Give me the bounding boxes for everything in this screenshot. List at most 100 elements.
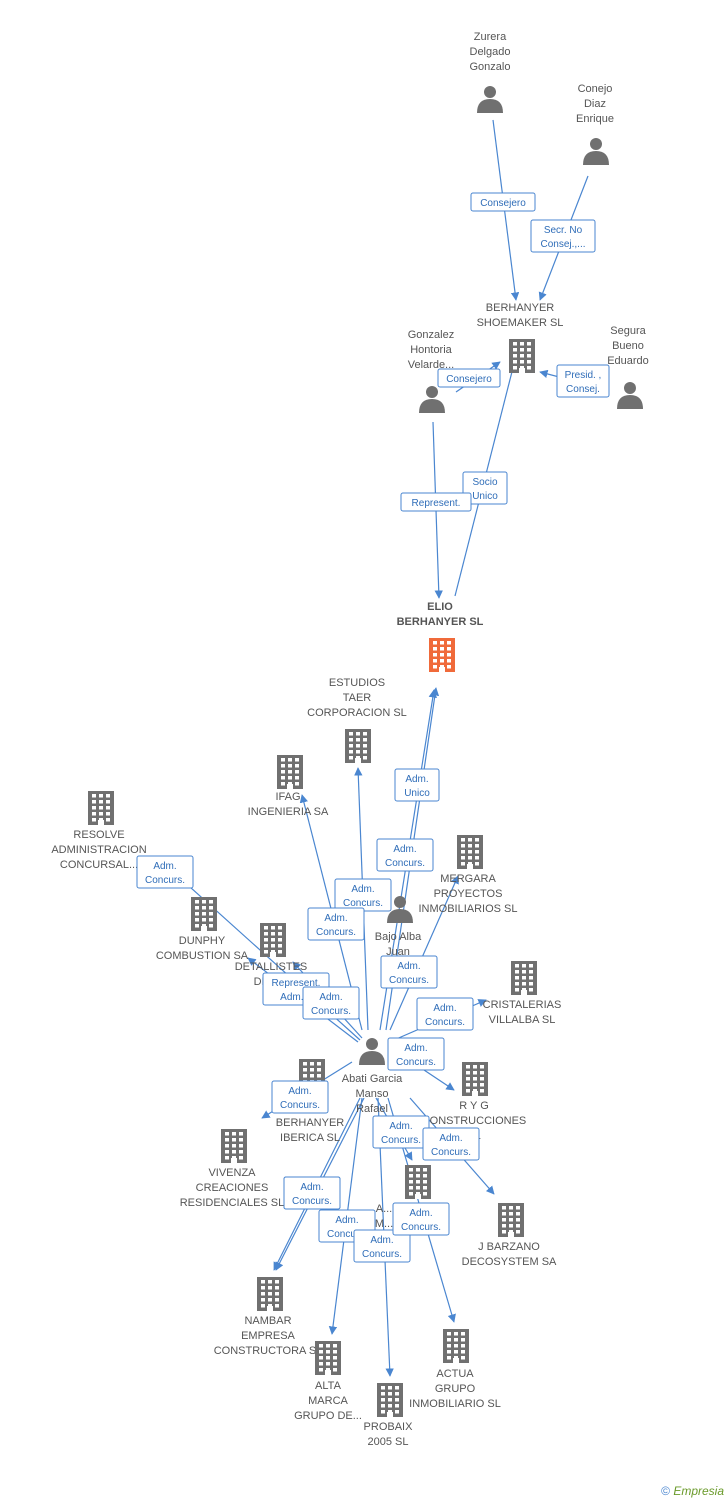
building-window bbox=[516, 1212, 520, 1216]
building-window bbox=[522, 976, 526, 980]
edge-label-frame bbox=[307, 907, 365, 941]
node-label: Manso bbox=[355, 1088, 388, 1100]
edge-label-box[interactable]: Adm.Concurs. bbox=[376, 838, 434, 872]
node-resolve[interactable]: RESOLVEADMINISTRACIONCONCURSAL... bbox=[51, 791, 147, 871]
edge-label-text: Adm. bbox=[404, 1043, 427, 1054]
building-window bbox=[264, 950, 268, 954]
node-gonzalez[interactable]: GonzalezHontoriaVelarde... bbox=[408, 329, 454, 413]
building-window bbox=[423, 1180, 427, 1184]
edge-arrow bbox=[389, 875, 459, 1031]
building-window bbox=[356, 738, 360, 742]
building-window bbox=[202, 918, 206, 922]
node-label: ESTUDIOS bbox=[329, 677, 385, 689]
edge-label-box[interactable]: Consejero bbox=[437, 368, 501, 388]
edge-label-box[interactable]: Adm.Concurs. bbox=[353, 1229, 411, 1263]
building-window bbox=[225, 1156, 229, 1160]
building-window bbox=[99, 800, 103, 804]
building-window bbox=[99, 806, 103, 810]
building-window bbox=[516, 1206, 520, 1210]
brand-logo[interactable]: Empresia bbox=[673, 1484, 724, 1498]
node-label: ACTUA bbox=[436, 1368, 474, 1380]
edge-label-box[interactable]: Adm.Concurs. bbox=[422, 1127, 480, 1161]
edge-label-box[interactable]: Presid. ,Consej. bbox=[556, 364, 610, 398]
edge-label-frame bbox=[271, 1080, 329, 1114]
edge-label-box[interactable]: Adm.Concurs. bbox=[380, 955, 438, 989]
node-label: GRUPO DE... bbox=[294, 1410, 362, 1422]
building-window bbox=[278, 932, 282, 936]
building-window bbox=[356, 744, 360, 748]
edge-label-box[interactable]: Represent. bbox=[400, 492, 472, 512]
building-window bbox=[268, 1298, 272, 1302]
edge-label-text: Adm.... bbox=[280, 992, 312, 1003]
building-window bbox=[106, 812, 110, 816]
building-door bbox=[98, 820, 104, 825]
edge-label-text: Adm. bbox=[288, 1086, 311, 1097]
node-ryg[interactable]: R Y GCONSTRUCCIONESSL bbox=[422, 1062, 527, 1142]
building-door bbox=[439, 667, 445, 672]
building-window bbox=[502, 1212, 506, 1216]
edge-label-box[interactable]: Adm.Concurs. bbox=[136, 855, 194, 889]
edge-label-box[interactable]: Adm.Concurs. bbox=[271, 1080, 329, 1114]
edge-label-box[interactable]: Adm.Concurs. bbox=[283, 1176, 341, 1210]
building-window bbox=[271, 932, 275, 936]
building-window bbox=[288, 764, 292, 768]
edge-label-box[interactable]: Adm.Concurs. bbox=[387, 1037, 445, 1071]
building-window bbox=[288, 758, 292, 762]
edge-label-box[interactable]: Adm.Concurs. bbox=[307, 907, 365, 941]
building-window bbox=[209, 912, 213, 916]
edge-label-box[interactable]: Adm.Concurs. bbox=[392, 1202, 450, 1236]
edge-label-box[interactable]: Adm.Concurs. bbox=[302, 986, 360, 1020]
building-window bbox=[92, 800, 96, 804]
building-window bbox=[295, 776, 299, 780]
edge-label-box[interactable]: Secr. NoConsej.,... bbox=[530, 219, 596, 253]
building-window bbox=[513, 366, 517, 370]
person-head bbox=[624, 382, 636, 394]
edge-label-box[interactable]: Consejero bbox=[470, 192, 536, 212]
node-label: Gonzalo bbox=[470, 61, 511, 73]
edge-label-box[interactable]: Adm.Concurs. bbox=[416, 997, 474, 1031]
edge-label-box[interactable]: Adm.Unico bbox=[394, 768, 440, 802]
building-window bbox=[92, 812, 96, 816]
building-window bbox=[381, 1398, 385, 1402]
building-icon bbox=[191, 897, 217, 931]
node-label: MERGARA bbox=[440, 873, 496, 885]
building-window bbox=[225, 1144, 229, 1148]
edge-label-text: Concurs. bbox=[385, 858, 425, 869]
building-window bbox=[440, 659, 444, 663]
node-label: BERHANYER bbox=[276, 1117, 345, 1129]
building-window bbox=[106, 794, 110, 798]
building-door bbox=[387, 1412, 393, 1417]
edge-label-box[interactable]: Adm.Concurs. bbox=[372, 1115, 430, 1149]
building-window bbox=[326, 1362, 330, 1366]
node-label: Delgado bbox=[470, 46, 511, 58]
node-am[interactable]: A...M... bbox=[375, 1165, 431, 1230]
building-window bbox=[520, 354, 524, 358]
building-window bbox=[433, 659, 437, 663]
edge-label-box[interactable]: Adm.Concurs. bbox=[334, 878, 392, 912]
building-door bbox=[355, 758, 361, 763]
building-icon bbox=[88, 791, 114, 825]
building-door bbox=[270, 952, 276, 957]
edge-label-frame bbox=[422, 1127, 480, 1161]
edge-label-text: Concurs. bbox=[327, 1229, 367, 1240]
